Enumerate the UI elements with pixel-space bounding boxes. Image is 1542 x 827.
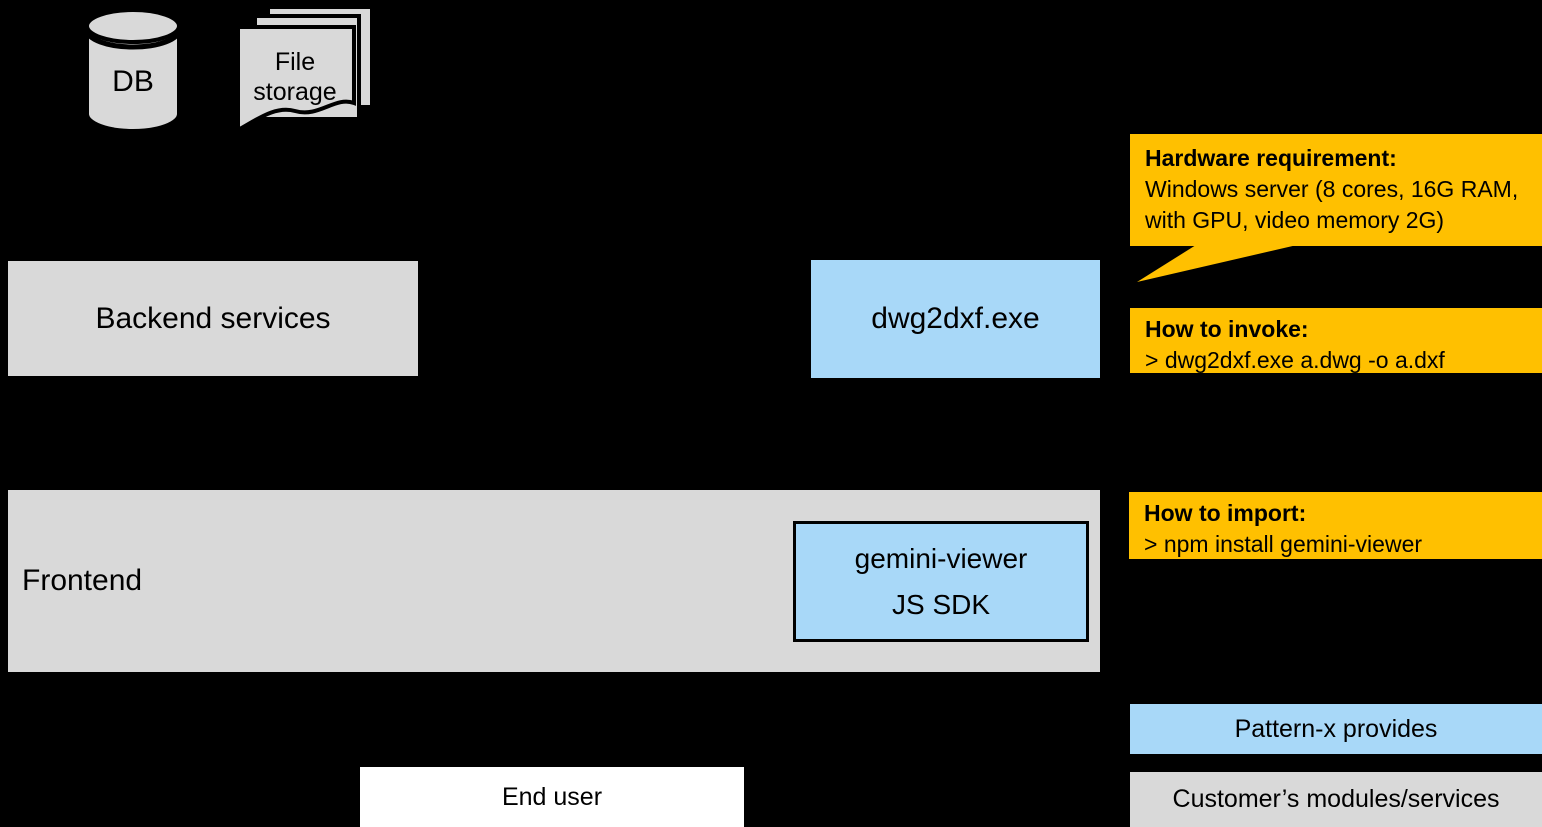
- database-icon-label: DB: [112, 65, 154, 98]
- gemini-viewer-sdk-line1: gemini-viewer: [854, 542, 1028, 574]
- file-storage-icon: File storage: [236, 5, 374, 134]
- how-to-import-title: How to import:: [1144, 500, 1307, 526]
- hardware-requirement-title: Hardware requirement:: [1145, 145, 1397, 171]
- hardware-requirement-callout: Hardware requirement: Windows server (8 …: [1130, 134, 1542, 246]
- hardware-requirement-line1: Windows server (8 cores, 16G RAM,: [1145, 176, 1519, 202]
- gemini-viewer-sdk-box: gemini-viewer JS SDK: [793, 521, 1089, 642]
- how-to-import-callout: How to import: > npm install gemini-view…: [1129, 492, 1542, 559]
- legend-customer-modules-label: Customer’s modules/services: [1172, 785, 1500, 813]
- how-to-invoke-callout: How to invoke: > dwg2dxf.exe a.dwg -o a.…: [1130, 308, 1542, 373]
- frontend-box: Frontend gemini-viewer JS SDK: [8, 490, 1100, 672]
- backend-services-label: Backend services: [95, 301, 331, 335]
- file-storage-icon-label-line1: File: [275, 48, 315, 76]
- gemini-viewer-sdk-line2: JS SDK: [891, 588, 991, 620]
- end-user-label: End user: [501, 782, 603, 811]
- how-to-invoke-command: > dwg2dxf.exe a.dwg -o a.dxf: [1145, 347, 1445, 373]
- dwg2dxf-box: dwg2dxf.exe: [811, 260, 1100, 378]
- how-to-invoke-title: How to invoke:: [1145, 316, 1309, 342]
- legend-customer-modules: Customer’s modules/services: [1130, 772, 1542, 827]
- database-icon: DB: [84, 8, 182, 133]
- end-user-box: End user: [360, 767, 744, 827]
- legend-pattern-x-provides: Pattern-x provides: [1130, 704, 1542, 754]
- hardware-callout-tail: [1137, 245, 1297, 282]
- dwg2dxf-label: dwg2dxf.exe: [871, 302, 1040, 335]
- frontend-label: Frontend: [22, 564, 143, 597]
- backend-services-box: Backend services: [8, 261, 418, 376]
- hardware-requirement-line2: with GPU, video memory 2G): [1145, 207, 1445, 233]
- file-storage-icon-label-line2: storage: [253, 78, 336, 106]
- legend-pattern-x-provides-label: Pattern-x provides: [1234, 714, 1438, 743]
- how-to-import-command: > npm install gemini-viewer: [1144, 531, 1423, 557]
